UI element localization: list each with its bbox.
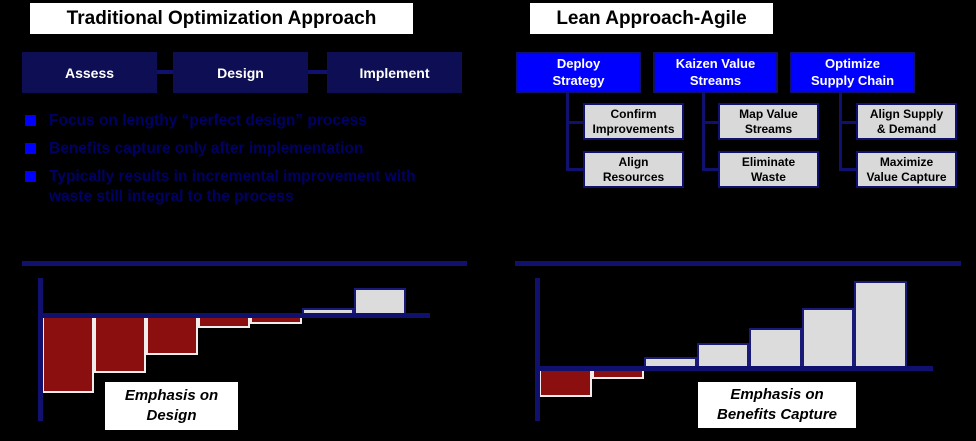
- bar: [146, 315, 198, 355]
- annotation-line: Design: [146, 407, 197, 424]
- subtask-box-align-supply-demand: Align Supply & Demand: [856, 103, 957, 140]
- phase-label-line: Kaizen Value: [675, 56, 756, 72]
- annotation-line: Emphasis on: [124, 386, 219, 404]
- subtask-label-line: Map Value: [739, 106, 798, 121]
- tree-connector: [839, 168, 856, 171]
- bar: [749, 328, 802, 368]
- bullet-item: Focus on lengthy “perfect design” proces…: [25, 111, 451, 131]
- subtask-label-line: Eliminate: [741, 154, 796, 169]
- left-panel-title: Traditional Optimization Approach: [30, 3, 413, 34]
- phase-box-kaizen-value-streams: Kaizen Value Streams: [653, 52, 778, 93]
- tree-connector: [702, 93, 705, 171]
- subtask-box-map-value-streams: Map Value Streams: [718, 103, 819, 140]
- bar: [696, 343, 749, 368]
- flow-step-design: Design: [173, 52, 308, 93]
- divider-line-left: [22, 261, 467, 266]
- subtask-label-line: Streams: [744, 121, 793, 136]
- divider-line-right: [515, 261, 961, 266]
- tree-connector: [566, 168, 583, 171]
- subtask-box-maximize-value-capture: Maximize Value Capture: [856, 151, 957, 188]
- bullet-square-icon: [25, 143, 36, 154]
- flow-step-implement: Implement: [327, 52, 462, 93]
- tree-connector: [702, 168, 718, 171]
- right-chart-y-axis: [535, 278, 540, 421]
- subtask-label-line: Align Supply: [869, 106, 944, 121]
- annotation-line: Emphasis on: [730, 385, 824, 403]
- tree-connector: [566, 121, 583, 124]
- tree-connector: [566, 93, 569, 171]
- annotation-line: Benefits Capture: [716, 406, 838, 423]
- bullet-text: Focus on lengthy “perfect design” proces…: [49, 112, 367, 129]
- left-chart-x-axis: [38, 313, 430, 318]
- subtask-label-line: Waste: [751, 169, 786, 184]
- phase-label-line: Supply Chain: [810, 72, 895, 88]
- phase-label-line: Streams: [689, 72, 742, 88]
- phase-box-optimize-supply-chain: Optimize Supply Chain: [790, 52, 915, 93]
- right-panel-title: Lean Approach-Agile: [530, 3, 773, 34]
- bar: [94, 315, 146, 373]
- flow-step-assess: Assess: [22, 52, 157, 93]
- bullet-text: Benefits capture only after implementati…: [49, 140, 364, 157]
- subtask-label-line: Resources: [602, 169, 665, 184]
- tree-connector: [839, 121, 856, 124]
- bar: [250, 315, 302, 324]
- phase-label-line: Optimize: [825, 56, 880, 72]
- flow-connector: [157, 70, 173, 74]
- tree-connector: [702, 121, 718, 124]
- subtask-box-align-resources: Align Resources: [583, 151, 684, 188]
- phase-label-line: Strategy: [552, 72, 605, 88]
- subtask-label-line: Maximize: [879, 154, 934, 169]
- bar: [801, 308, 854, 368]
- tree-connector: [839, 93, 842, 171]
- bar: [539, 368, 592, 397]
- bullet-square-icon: [25, 171, 36, 182]
- subtask-label-line: Value Capture: [866, 169, 947, 184]
- flow-connector: [308, 70, 327, 74]
- right-chart-annotation: Emphasis on Benefits Capture: [698, 382, 856, 428]
- bullet-item: Typically results in incremental improve…: [25, 167, 451, 207]
- subtask-label-line: Confirm: [610, 106, 657, 121]
- bullet-square-icon: [25, 115, 36, 126]
- bar: [198, 315, 250, 328]
- right-chart-x-axis: [535, 366, 933, 371]
- subtask-label-line: Improvements: [592, 121, 675, 136]
- left-chart-annotation: Emphasis on Design: [105, 382, 238, 430]
- subtask-box-confirm-improvements: Confirm Improvements: [583, 103, 684, 140]
- bullet-text: Typically results in incremental improve…: [49, 168, 416, 206]
- subtask-box-eliminate-waste: Eliminate Waste: [718, 151, 819, 188]
- subtask-label-line: Align: [618, 154, 649, 169]
- bullet-item: Benefits capture only after implementati…: [25, 139, 451, 159]
- bar: [591, 368, 644, 379]
- bar: [854, 281, 907, 368]
- bar: [42, 315, 94, 393]
- subtask-label-line: & Demand: [876, 121, 937, 136]
- left-chart-y-axis: [38, 278, 43, 421]
- phase-box-deploy-strategy: Deploy Strategy: [516, 52, 641, 93]
- phase-label-line: Deploy: [556, 56, 601, 72]
